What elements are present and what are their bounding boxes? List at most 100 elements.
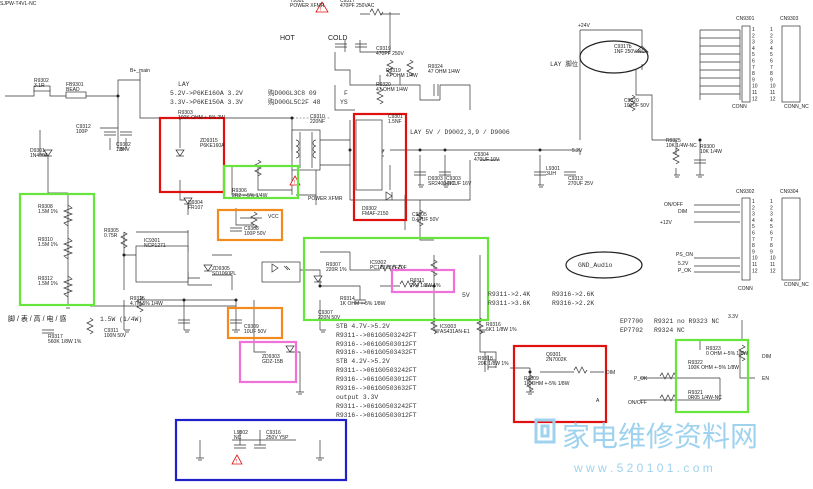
- component-ref: C9302: [116, 142, 131, 148]
- component-value: 2R2 +-5% 1/4W: [232, 193, 268, 199]
- component-value: P6KE160A: [200, 143, 225, 149]
- component-value: 250V Y5P: [266, 435, 289, 441]
- component-value: 10K 1/4W-NC: [666, 143, 697, 149]
- component-value: 470UF 10V: [474, 157, 500, 163]
- component-value: 220NF: [310, 119, 325, 125]
- spec-line: STB 4.7V->5.2V: [336, 323, 390, 330]
- connector-pin-number: 4: [752, 46, 755, 52]
- component-value: 3.1R: [34, 83, 45, 89]
- component-ref: R9312: [38, 276, 53, 282]
- component-value: NC: [234, 435, 242, 441]
- component-ref: R9319: [386, 68, 401, 74]
- connector-pin-number: 6: [752, 231, 755, 237]
- highlight-boxes: [18, 40, 750, 482]
- component-ref: IC9301: [144, 238, 160, 244]
- connector-pin-number: 8: [752, 243, 755, 249]
- component-value: 100UF 50V: [624, 103, 650, 109]
- connector-pin-number: 3: [752, 40, 755, 46]
- connector-1-label: CONN: [732, 104, 747, 110]
- component-ref: R9316: [486, 322, 501, 328]
- watermark-brand: 家电维修资料网: [562, 420, 758, 453]
- green-box-snubber: [222, 164, 300, 200]
- spec-line: R9316-->061G0503012FT: [336, 341, 417, 348]
- component-value: FMAF-2150: [362, 211, 389, 217]
- component-ref: R9308: [38, 204, 53, 210]
- connector-2-ref: CN9302: [736, 189, 755, 195]
- ep-c: R9321 no R9323 NC: [654, 318, 719, 325]
- gnd-audio-label: GND_Audio: [578, 262, 613, 269]
- component-ref: C9309: [244, 324, 259, 330]
- component-ref: D9303: [428, 176, 443, 182]
- label-text: HOT COLD LAY 5.2V->P6KE160A 3.2V 购D00GL3…: [8, 16, 809, 406]
- component-ref: R9300: [700, 144, 715, 150]
- pin-d-label: DIM: [606, 370, 615, 376]
- component-value: 100P 50V: [244, 231, 267, 237]
- ep-d: R9324 NC: [654, 327, 685, 334]
- connector-pin-number: 10: [770, 84, 776, 90]
- component-ref: C9317b: [614, 44, 632, 50]
- spec-lines: STB 4.7V->5.2V R9311-->061G0503242FT R9316…: [336, 323, 417, 419]
- watermark-url: w w w . 5 2 0 1 0 1 . c o m: [573, 461, 713, 475]
- component-value: 10UF 50V: [244, 329, 267, 335]
- spec-line: R9316-->061G0503012FT: [336, 376, 417, 383]
- component-value: 1K OHM +-5% 1/8W: [524, 381, 570, 387]
- connector-pin-number: 6: [770, 59, 773, 65]
- component-ref: C9317: [340, 0, 355, 4]
- component-value: AS431AN-E1: [440, 329, 470, 335]
- component-ref: D9302: [362, 206, 377, 212]
- pin-onoff-label: ON/OFF: [664, 202, 683, 208]
- ep-a: EP7700: [620, 318, 643, 325]
- connector-pin-number: 2: [770, 205, 773, 211]
- spec-line: R9316-->061G0503632FT: [336, 385, 417, 392]
- component-value: 47 OHM 1/4W: [376, 87, 408, 93]
- component-ref: R9302: [34, 78, 49, 84]
- connector-pin-number: 7: [752, 237, 755, 243]
- component-ref: ZD9315: [200, 138, 218, 144]
- connector-pin-number: 4: [752, 218, 755, 224]
- component-value: 0.47UF 50V: [412, 217, 439, 223]
- capacitor-symbols: [42, 43, 706, 449]
- pink-box-zd9303: [238, 340, 298, 384]
- r-note-b: R9316->2.6K: [552, 291, 594, 298]
- component-ref: C9311: [104, 328, 119, 334]
- component-value: 10K 1/4W: [700, 149, 722, 155]
- component-value: 0 OHM +-5% 1/8W: [706, 351, 748, 357]
- spec-line: R9311-->061G0503242FT: [336, 367, 417, 374]
- connector-4-ref: CN9304: [780, 189, 799, 195]
- connector-pin-number: 5: [770, 224, 773, 230]
- pin-en-label: EN: [762, 376, 769, 382]
- red-box-clamp: [158, 116, 226, 194]
- connector-pin-number: 7: [770, 65, 773, 71]
- component-value: 0R05 1/4W-NC: [688, 395, 722, 401]
- component-value: 2K4 1/8W 1%: [410, 283, 441, 289]
- component-value: 470PF 250V: [376, 51, 404, 57]
- lay-diode-note: LAY 5V / D9002,3,9 / D9006: [410, 129, 510, 136]
- component-ref: C9307: [318, 310, 333, 316]
- component-value: 100N 50V: [104, 333, 127, 339]
- component-ref: R9320: [376, 82, 391, 88]
- spec-line: output 3.3V: [336, 394, 378, 401]
- component-value: 470UF 16V: [446, 181, 472, 187]
- connector-pin-number: 9: [752, 77, 755, 83]
- connector-pin-number: 12: [752, 96, 758, 102]
- connector-pin-number: 6: [770, 231, 773, 237]
- svg-text:!: !: [236, 459, 237, 465]
- component-ref: R9306: [232, 188, 247, 194]
- component-value: NCP1271: [144, 243, 166, 249]
- pink-box-r9314: [390, 268, 456, 294]
- green-box-hv-divider: [18, 192, 96, 307]
- component-value: 560K 1/8W 1%: [48, 339, 82, 345]
- component-value: GDZ-15B: [262, 359, 284, 365]
- component-value: 100P: [76, 129, 88, 135]
- spec-line: R9311-->061G0503242FT: [336, 332, 417, 339]
- connector-pin-number: 1: [770, 27, 773, 33]
- component-ref: R9303: [178, 110, 193, 116]
- component-value: SJPW-T4VL-NC: [0, 1, 37, 7]
- component-ref: C9305: [412, 212, 427, 218]
- component-value: 1NF 250V-NC: [614, 49, 646, 55]
- connector-pin-number: 12: [752, 268, 758, 274]
- component-value: 20K 1/8W 1%: [478, 361, 509, 367]
- component-ref: C9316: [266, 430, 281, 436]
